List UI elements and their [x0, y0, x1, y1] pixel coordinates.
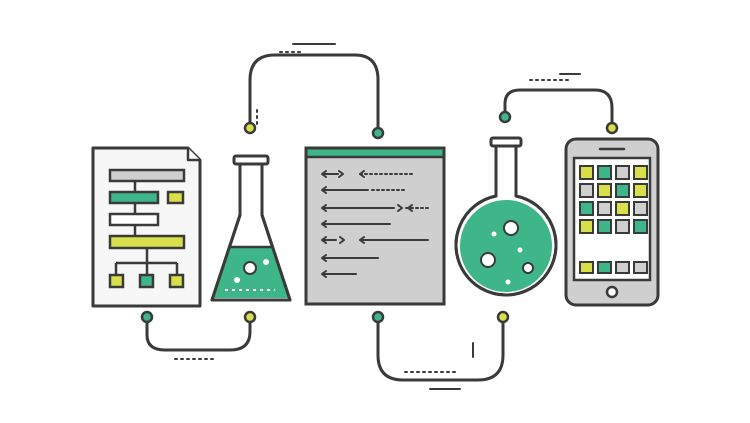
app-tile [615, 165, 630, 180]
dock-tile [633, 261, 648, 274]
connector-node [371, 310, 385, 324]
app-tile [579, 201, 594, 216]
connector-node [243, 121, 257, 135]
app-tile [633, 201, 648, 216]
document-to-flask-connector [145, 320, 252, 352]
app-tile [597, 165, 612, 180]
code-window-icon [304, 146, 446, 306]
dock-tile [579, 261, 594, 274]
connector-node [605, 121, 619, 135]
smartphone-icon [564, 137, 660, 307]
app-tile [633, 165, 648, 180]
connectors [140, 43, 619, 390]
dock-tile [615, 261, 630, 274]
erlenmeyer-flask-icon [210, 154, 292, 302]
flowchart-document-icon [91, 146, 202, 308]
connector-node [498, 110, 512, 124]
round-flask-icon [454, 136, 558, 297]
app-tile [597, 183, 612, 198]
flask-to-code-connector [248, 53, 380, 130]
code-to-round-flask-connector [376, 320, 505, 382]
app-tile [579, 183, 594, 198]
app-tile [579, 165, 594, 180]
app-tile [597, 219, 612, 234]
app-tile [633, 219, 648, 234]
connector-node [371, 126, 385, 140]
connector-node [140, 310, 154, 324]
code-lines [321, 170, 431, 278]
dock-tile [597, 261, 612, 274]
connector-node [496, 310, 510, 324]
app-tile [615, 183, 630, 198]
connector-node [243, 310, 257, 324]
phone-app-grid [579, 165, 648, 274]
app-tile [633, 183, 648, 198]
round-flask-to-phone-connector [503, 88, 614, 127]
app-tile [579, 219, 594, 234]
app-tile [615, 219, 630, 234]
app-tile [615, 201, 630, 216]
app-tile [597, 201, 612, 216]
